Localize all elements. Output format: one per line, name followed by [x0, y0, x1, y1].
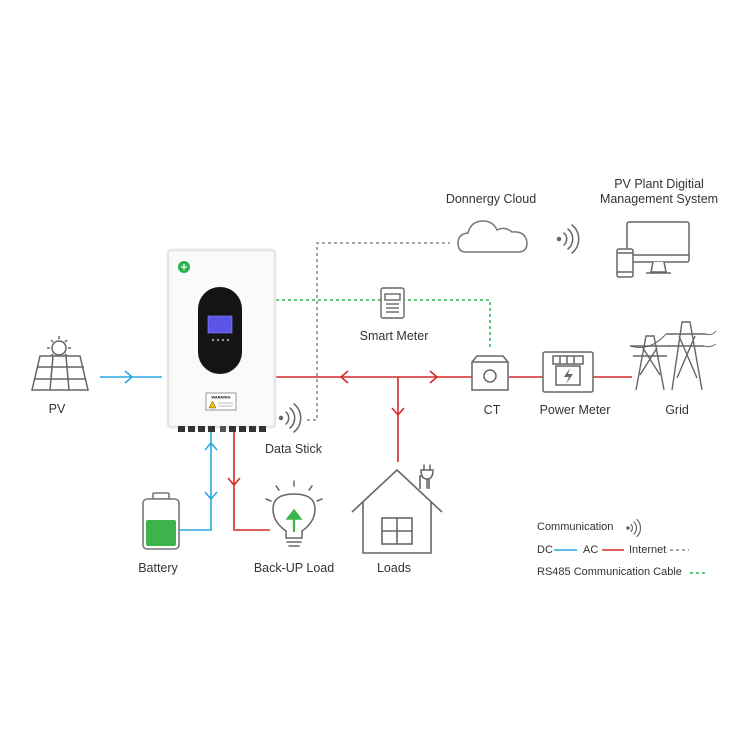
inverter: WARNING	[166, 248, 277, 432]
plug-icon	[420, 464, 434, 489]
dc-battery-line	[180, 430, 212, 531]
dc-battery-arrow-up	[204, 441, 218, 451]
internet-line	[307, 242, 450, 421]
label-smart-meter: Smart Meter	[359, 329, 429, 343]
label-grid: Grid	[665, 403, 689, 417]
warning-label-text: WARNING	[211, 395, 230, 400]
lightbulb-icon	[265, 480, 323, 547]
legend-rs485-label: RS485 Communication Cable	[537, 566, 682, 578]
label-loads: Loads	[376, 561, 412, 575]
monitor-icon	[626, 221, 690, 274]
rs485-line	[276, 299, 491, 350]
smart-meter-icon	[380, 287, 405, 319]
label-cloud: Donnergy Cloud	[445, 192, 537, 206]
ac-loads-arrow	[391, 407, 405, 417]
legend-ac-label: AC	[583, 544, 599, 556]
grid-tower-icon	[629, 321, 717, 391]
data-stick-wifi-icon	[278, 403, 302, 433]
ac-backup-arrow	[227, 477, 241, 487]
label-data-stick: Data Stick	[265, 442, 322, 456]
inverter-connectors	[178, 426, 266, 432]
legend-communication-label: Communication	[537, 521, 614, 533]
ct-icon	[471, 355, 509, 391]
ac-main-arrow-right	[429, 370, 439, 384]
phone-icon	[616, 248, 634, 278]
label-pv-plant-line1: PV Plant Digitial	[614, 177, 704, 191]
ac-backup-line	[233, 430, 270, 531]
legend-dc-label: DC	[537, 544, 553, 556]
label-pv: PV	[48, 402, 66, 416]
solar-panel-icon	[31, 336, 89, 391]
label-battery: Battery	[138, 561, 178, 575]
dc-battery-arrow-down	[204, 491, 218, 501]
legend-internet-label: Internet	[629, 544, 667, 556]
legend	[554, 518, 708, 574]
dc-pv-arrow	[124, 370, 134, 384]
battery-fill	[146, 520, 176, 546]
legend-communication-wifi-icon	[626, 518, 642, 538]
house-icon	[351, 468, 443, 554]
label-power-meter: Power Meter	[539, 403, 611, 417]
ac-main-arrow-left	[339, 370, 349, 384]
inverter-lcd-screen	[207, 315, 233, 334]
cloud-wifi-icon	[556, 224, 580, 254]
label-pv-plant-line2: Management System	[599, 192, 719, 206]
power-meter-icon	[542, 351, 594, 393]
cloud-icon	[457, 220, 528, 253]
battery-icon	[142, 492, 180, 550]
label-backup-load: Back-UP Load	[253, 561, 335, 575]
label-ct: CT	[483, 403, 501, 417]
